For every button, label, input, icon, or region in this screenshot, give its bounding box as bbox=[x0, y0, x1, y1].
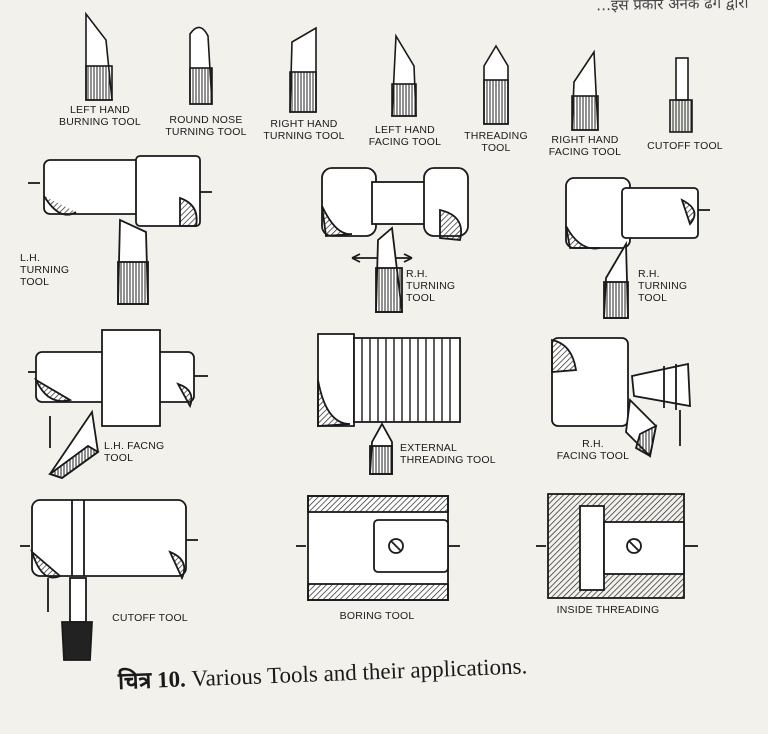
tool-bit-left-hand-facing bbox=[391, 33, 417, 117]
rh-turning-illustration-2 bbox=[565, 177, 710, 319]
tool-label-5: ThreadingTool bbox=[464, 130, 528, 154]
figure-label: चित्र 10. bbox=[117, 666, 187, 694]
inside-threading-illustration bbox=[536, 493, 698, 599]
tool-bit-right-hand-facing bbox=[571, 49, 599, 131]
label-boring: Boring Tool bbox=[339, 610, 415, 622]
label-cutoff: Cutoff Tool bbox=[112, 612, 188, 624]
tool-bit-left-hand-burning bbox=[85, 11, 113, 101]
cutoff-illustration bbox=[20, 499, 198, 661]
label-inside-threading: Inside Threading bbox=[556, 604, 660, 616]
tool-label-4: Left HandFacing Tool bbox=[368, 124, 442, 148]
label-rh-facing: R.H. Facing Tool bbox=[556, 438, 630, 462]
label-rh-turning-1: R.H. Turning Tool bbox=[406, 268, 456, 304]
tool-label-1: Left HandBurning Tool bbox=[59, 104, 141, 128]
rh-facing-illustration bbox=[551, 337, 691, 458]
boring-illustration bbox=[296, 495, 460, 601]
tool-bit-right-hand-turning bbox=[289, 26, 317, 113]
tool-label-3: Right HandTurning Tool bbox=[263, 118, 345, 142]
label-rh-turning-2: R.H. Turning Tool bbox=[638, 268, 688, 304]
label-external-threading: External Threading Tool bbox=[400, 442, 496, 466]
lh-facing-illustration bbox=[28, 329, 208, 479]
external-threading-illustration bbox=[317, 333, 461, 475]
tool-label-2: Round NoseTurning Tool bbox=[165, 114, 247, 138]
label-lh-turning: L.H. Turning Tool bbox=[20, 252, 70, 288]
tool-bit-threading bbox=[483, 44, 509, 125]
tool-label-7: Cutoff Tool bbox=[647, 140, 723, 152]
rh-turning-illustration-1 bbox=[321, 167, 469, 313]
label-lh-facing: L.H. Facng Tool bbox=[104, 440, 165, 464]
tool-bit-cutoff bbox=[669, 57, 693, 133]
lh-turning-illustration bbox=[28, 155, 212, 305]
tool-label-6: Right HandFacing Tool bbox=[548, 134, 622, 158]
tool-bit-round-nose bbox=[189, 26, 213, 105]
